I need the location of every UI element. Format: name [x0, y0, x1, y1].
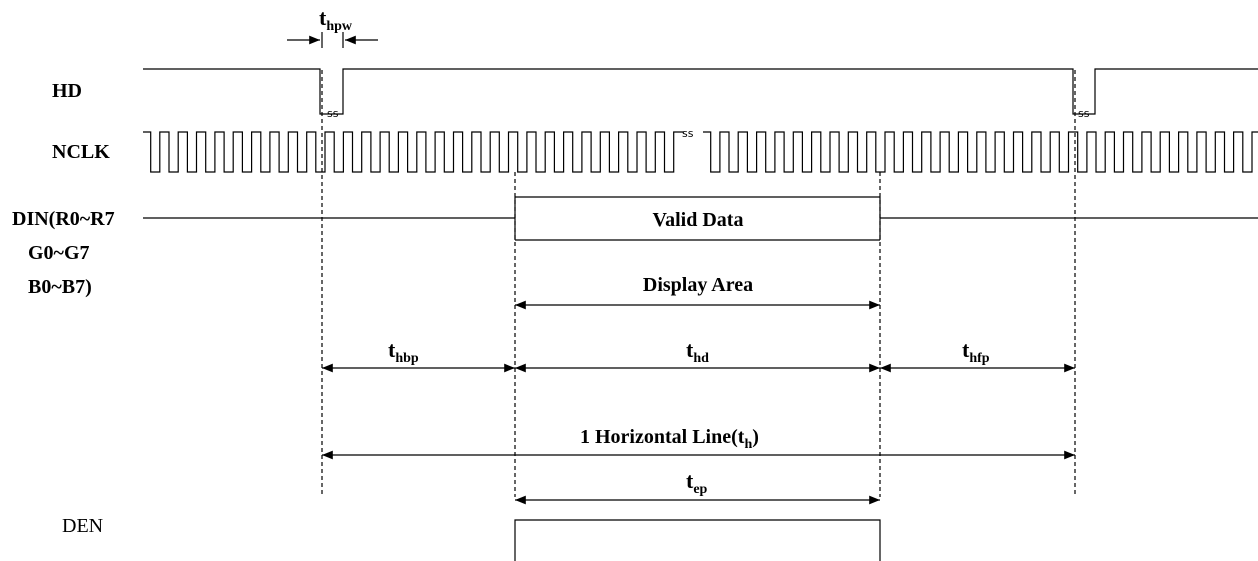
- den-label: DEN: [62, 515, 103, 537]
- thbp-label: thbp: [388, 337, 419, 366]
- nclk-segment-2: [703, 131, 1258, 173]
- nclk-waveform: [143, 131, 1258, 173]
- tep-label: tep: [686, 468, 708, 497]
- hd-break-mark-right: ss: [1078, 107, 1090, 120]
- valid-data-label: Valid Data: [653, 209, 744, 231]
- din-label-line3: B0~B7): [28, 276, 92, 298]
- hd-break-mark-left: ss: [327, 107, 339, 120]
- din-label-line2: G0~G7: [28, 242, 90, 264]
- horizontal-line-label: 1 Horizontal Line(th): [580, 426, 759, 452]
- hd-waveform: [143, 68, 1258, 115]
- hd-label: HD: [52, 80, 82, 102]
- din-bus: [143, 196, 1258, 241]
- thpw-label: thpw: [319, 5, 353, 34]
- nclk-segment-1: [143, 131, 684, 173]
- nclk-break-mark: ss: [682, 127, 694, 140]
- display-area-label: Display Area: [643, 274, 753, 296]
- din-label-line1: DIN(R0~R7: [12, 208, 115, 230]
- den-waveform: [514, 519, 881, 561]
- thfp-label: thfp: [962, 337, 990, 366]
- thd-label: thd: [686, 337, 709, 366]
- nclk-label: NCLK: [52, 141, 110, 163]
